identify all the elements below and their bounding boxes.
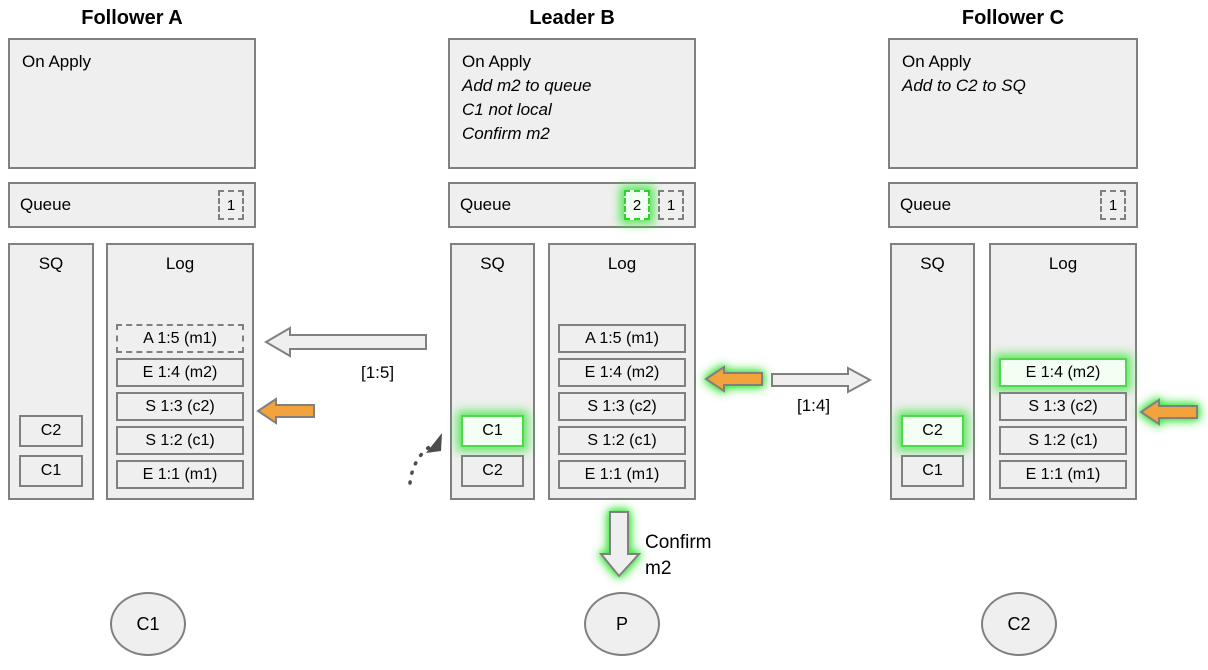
on-apply-heading: On Apply xyxy=(462,52,531,71)
queue-row-leader-b: Queue 2 1 xyxy=(448,182,696,228)
log-entry: S 1:3 (c2) xyxy=(558,392,686,421)
log-header: Log xyxy=(1048,254,1078,273)
client-node-follower-a: C1 xyxy=(110,592,186,656)
sq-stack: C2 C1 xyxy=(901,415,964,487)
sq-stack: C2 C1 xyxy=(19,415,83,487)
log-entry: S 1:3 (c2) xyxy=(116,392,244,421)
confirm-label-line-1: Confirm xyxy=(645,532,712,553)
on-apply-panel-follower-a: On Apply xyxy=(8,38,256,169)
queue-row-follower-a: Queue 1 xyxy=(8,182,256,228)
log-entry: A 1:5 (m1) xyxy=(116,324,244,353)
log-stack: A 1:5 (m1) E 1:4 (m2) S 1:3 (c2) S 1:2 (… xyxy=(558,324,686,489)
queue-label: Queue xyxy=(900,195,952,214)
on-apply-heading: On Apply xyxy=(22,52,91,71)
apply-pointer-arrow-follower-a xyxy=(256,397,315,425)
sq-panel-follower-a: SQ C2 C1 xyxy=(8,243,94,500)
log-entry: E 1:4 (m2) xyxy=(116,358,244,387)
queue-slots: 2 1 xyxy=(624,190,684,220)
log-entry-highlighted: E 1:4 (m2) xyxy=(999,358,1127,387)
queue-slots: 1 xyxy=(1100,190,1126,220)
dotted-enqueue-arrow-leader-b xyxy=(400,425,452,487)
sq-item: C1 xyxy=(19,455,83,487)
log-entry: E 1:1 (m1) xyxy=(999,460,1127,489)
log-entry: S 1:3 (c2) xyxy=(999,392,1127,421)
confirm-label-line-2: m2 xyxy=(645,558,672,579)
log-entry: A 1:5 (m1) xyxy=(558,324,686,353)
client-node-follower-c: C2 xyxy=(981,592,1057,656)
on-apply-line-3: Confirm m2 xyxy=(462,124,550,143)
sq-panel-follower-c: SQ C2 C1 xyxy=(890,243,975,500)
on-apply-heading: On Apply xyxy=(902,52,971,71)
apply-pointer-arrow-leader-b xyxy=(704,365,763,393)
log-panel-follower-c: Log E 1:4 (m2) S 1:3 (c2) S 1:2 (c1) E 1… xyxy=(989,243,1137,500)
log-stack: E 1:4 (m2) S 1:3 (c2) S 1:2 (c1) E 1:1 (… xyxy=(999,358,1127,489)
sq-stack: C1 C2 xyxy=(461,415,524,487)
sq-item: C2 xyxy=(19,415,83,447)
message-arrow-b-to-a xyxy=(264,325,427,359)
on-apply-line-1: Add m2 to queue xyxy=(462,76,592,95)
log-entry: S 1:2 (c1) xyxy=(558,426,686,455)
queue-slot: 1 xyxy=(218,190,244,220)
sq-header: SQ xyxy=(480,254,505,273)
column-title-follower-a: Follower A xyxy=(81,7,183,29)
queue-slot: 1 xyxy=(1100,190,1126,220)
log-stack: A 1:5 (m1) E 1:4 (m2) S 1:3 (c2) S 1:2 (… xyxy=(116,324,244,489)
sq-header: SQ xyxy=(920,254,945,273)
log-entry: E 1:1 (m1) xyxy=(558,460,686,489)
confirm-arrow-leader-b xyxy=(598,511,643,578)
log-header: Log xyxy=(607,254,637,273)
log-entry: E 1:1 (m1) xyxy=(116,460,244,489)
queue-slot-highlighted: 2 xyxy=(624,190,650,220)
apply-pointer-arrow-follower-c xyxy=(1139,398,1198,426)
sq-item: C2 xyxy=(461,455,524,487)
client-node-leader-b: P xyxy=(584,592,660,656)
queue-label: Queue xyxy=(20,195,72,214)
on-apply-panel-follower-c: On Apply Add to C2 to SQ xyxy=(888,38,1138,169)
on-apply-line-1: Add to C2 to SQ xyxy=(902,76,1026,95)
log-entry: E 1:4 (m2) xyxy=(558,358,686,387)
log-header: Log xyxy=(165,254,195,273)
log-panel-follower-a: Log A 1:5 (m1) E 1:4 (m2) S 1:3 (c2) S 1… xyxy=(106,243,254,500)
queue-slot: 1 xyxy=(658,190,684,220)
on-apply-line-2: C1 not local xyxy=(462,100,552,119)
sq-panel-leader-b: SQ C1 C2 xyxy=(450,243,535,500)
sq-item-highlighted: C2 xyxy=(901,415,964,447)
queue-label: Queue xyxy=(460,195,512,214)
log-panel-leader-b: Log A 1:5 (m1) E 1:4 (m2) S 1:3 (c2) S 1… xyxy=(548,243,696,500)
on-apply-panel-leader-b: On Apply Add m2 to queue C1 not local Co… xyxy=(448,38,696,169)
sq-item: C1 xyxy=(901,455,964,487)
message-label-b-to-a: [1:5] xyxy=(361,363,395,382)
message-label-b-to-c: [1:4] xyxy=(797,396,831,415)
message-arrow-b-to-c xyxy=(771,366,873,394)
sq-header: SQ xyxy=(38,254,64,273)
queue-row-follower-c: Queue 1 xyxy=(888,182,1138,228)
log-entry: S 1:2 (c1) xyxy=(999,426,1127,455)
sq-item-highlighted: C1 xyxy=(461,415,524,447)
column-title-leader-b: Leader B xyxy=(529,7,615,29)
queue-slots: 1 xyxy=(218,190,244,220)
column-title-follower-c: Follower C xyxy=(961,7,1065,29)
log-entry: S 1:2 (c1) xyxy=(116,426,244,455)
